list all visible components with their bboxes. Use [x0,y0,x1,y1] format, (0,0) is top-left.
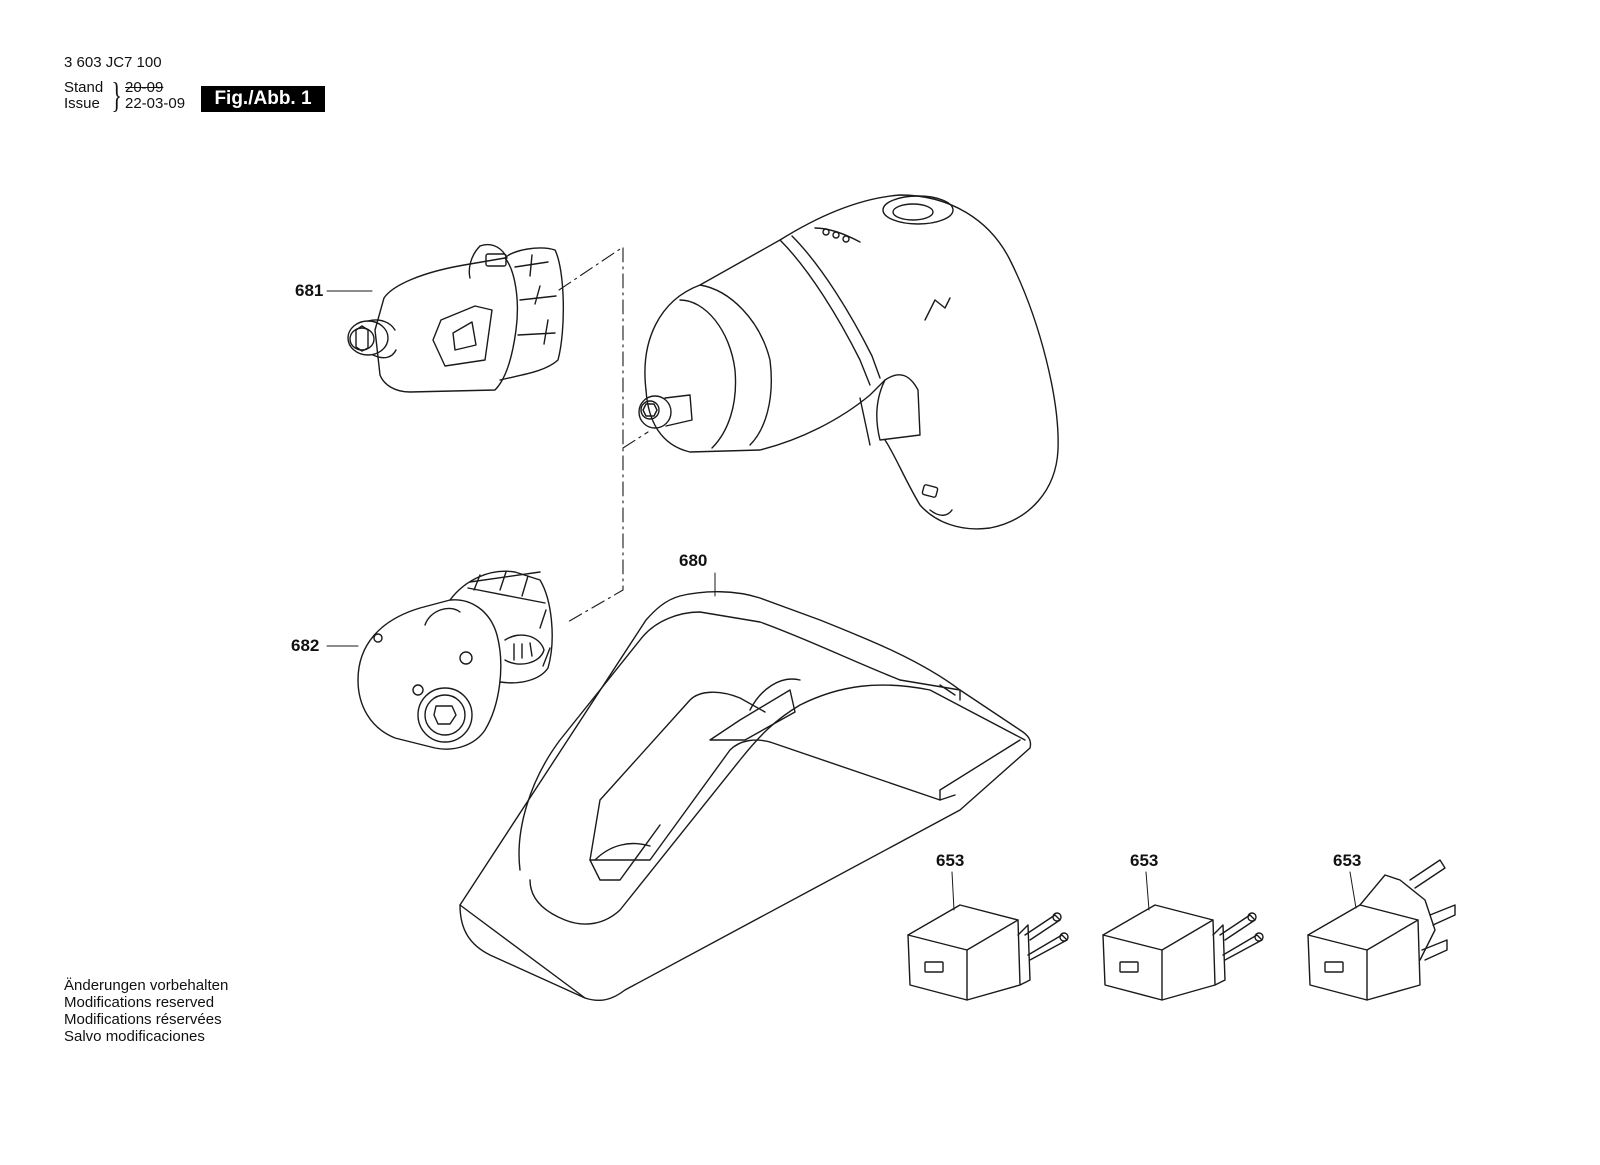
revision-labels: Stand Issue [64,80,120,112]
part-number-680: 680 [679,551,708,570]
figure-badge: Fig./Abb. 1 [201,86,325,112]
leader-lines [327,291,1356,910]
brace-symbol: } [111,75,122,115]
note-german: Änderungen vorbehalten [64,977,229,994]
old-date: 20-09 [125,79,164,96]
cordless-screwdriver-body [639,195,1058,529]
charging-stand-680 [460,592,1031,1001]
note-french: Modifications réservées [64,1011,222,1028]
part-number-653-b: 653 [1130,851,1159,870]
part-number-653-c: 653 [1333,851,1362,870]
angle-attachment-682 [358,571,552,749]
power-adapter-653-b [1103,905,1263,1000]
part-number-653-a: 653 [936,851,965,870]
alignment-line [559,247,648,623]
power-adapter-653-a [908,905,1068,1000]
issue-label: Issue [64,95,100,112]
part-number-682: 682 [291,636,320,655]
issue-date: 22-03-09 [125,95,186,112]
document-header: 3 603 JC7 100 [64,54,162,71]
note-spanish: Salvo modificaciones [64,1028,205,1045]
note-english: Modifications reserved [64,994,215,1011]
doc-number: 3 603 JC7 100 [64,54,162,71]
revision-dates: 20-09 22-03-09 [125,80,185,112]
straight-bit-holder-681 [348,245,563,392]
part-number-681: 681 [295,281,324,300]
power-adapter-653-c [1308,860,1455,1000]
stand-label: Stand [64,79,104,96]
modifications-notice: Änderungen vorbehalten Modifications res… [64,977,228,1045]
